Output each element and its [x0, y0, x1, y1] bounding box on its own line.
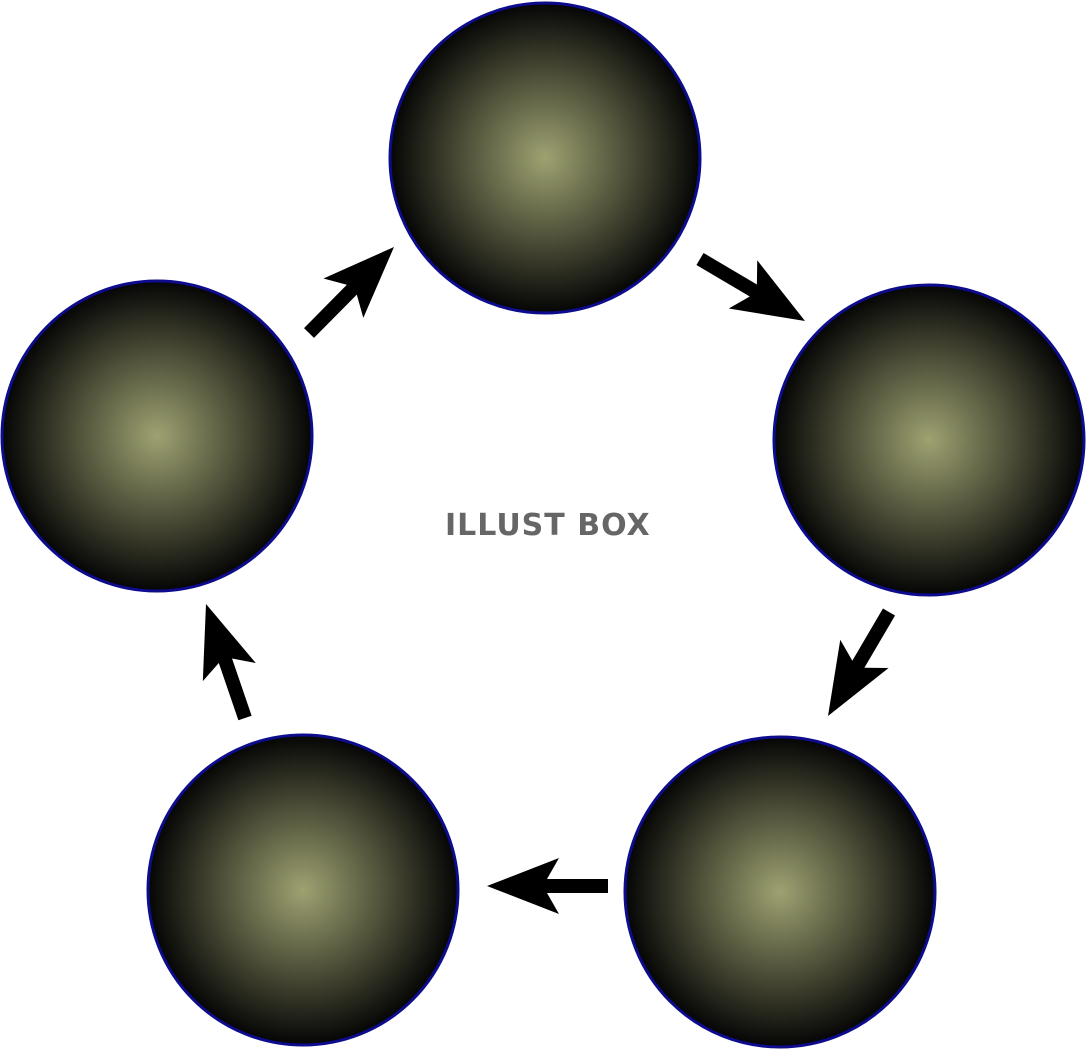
cycle-node-left — [0, 279, 314, 593]
cycle-node-right — [772, 283, 1086, 597]
arrow-left-to-top-icon — [304, 246, 394, 338]
arrow-bottom-left-to-left-icon — [202, 604, 256, 721]
cycle-node-bottom-left — [146, 733, 460, 1047]
cycle-node-top — [388, 1, 702, 315]
arrow-right-to-bottom-right-icon — [827, 608, 896, 716]
arrow-top-to-right-icon — [696, 252, 805, 321]
watermark: ILLUST BOX — [445, 508, 651, 543]
arrow-bottom-right-to-bottom-left-icon — [487, 858, 608, 914]
cycle-node-bottom-right — [623, 735, 937, 1049]
